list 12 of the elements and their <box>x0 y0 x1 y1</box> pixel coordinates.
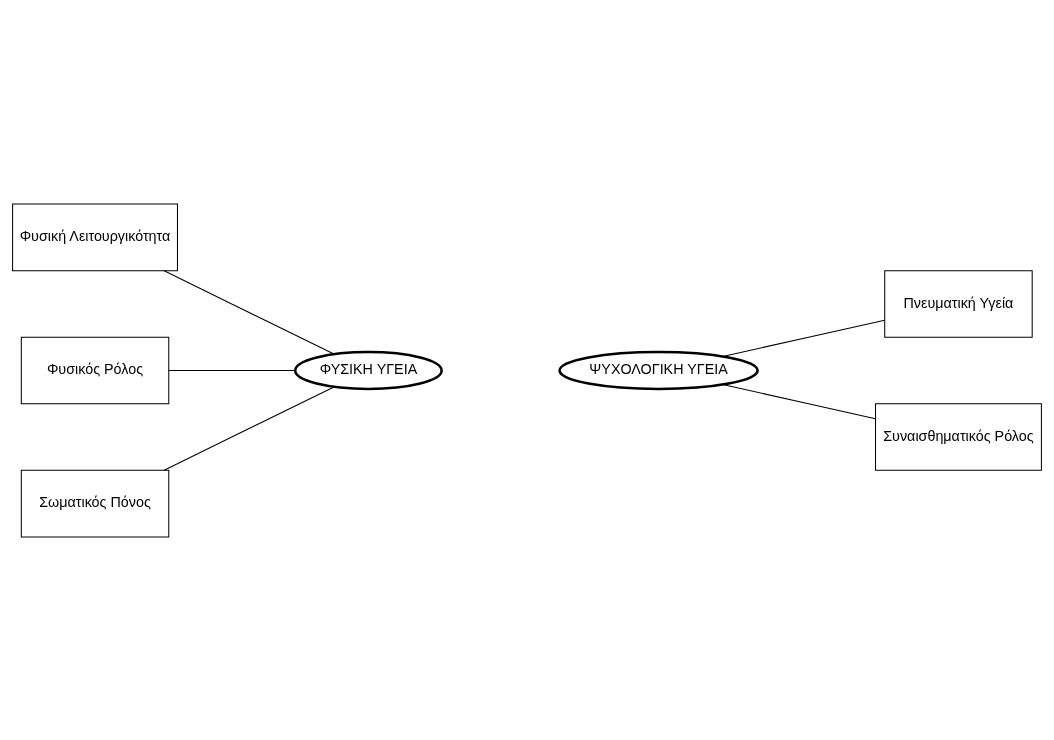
node-ellipse: ΨΥΧΟΛΟΓΙΚΗ ΥΓΕΙΑ <box>558 350 759 390</box>
connector <box>163 385 335 471</box>
node-box: Φυσική Λειτουργικότητα <box>12 203 178 271</box>
connector <box>168 369 296 371</box>
node-box: Συναισθηματικός Ρόλος <box>875 402 1042 471</box>
connector <box>163 269 335 355</box>
connector <box>722 383 876 419</box>
node-box: Πνευματική Υγεία <box>884 269 1033 338</box>
node-box: Σωματικός Πόνος <box>20 469 170 537</box>
node-ellipse: ΦΥΣΙΚΗ ΥΓΕΙΑ <box>293 350 443 390</box>
node-box: Φυσικός Ρόλος <box>20 336 170 404</box>
connector <box>722 319 886 357</box>
